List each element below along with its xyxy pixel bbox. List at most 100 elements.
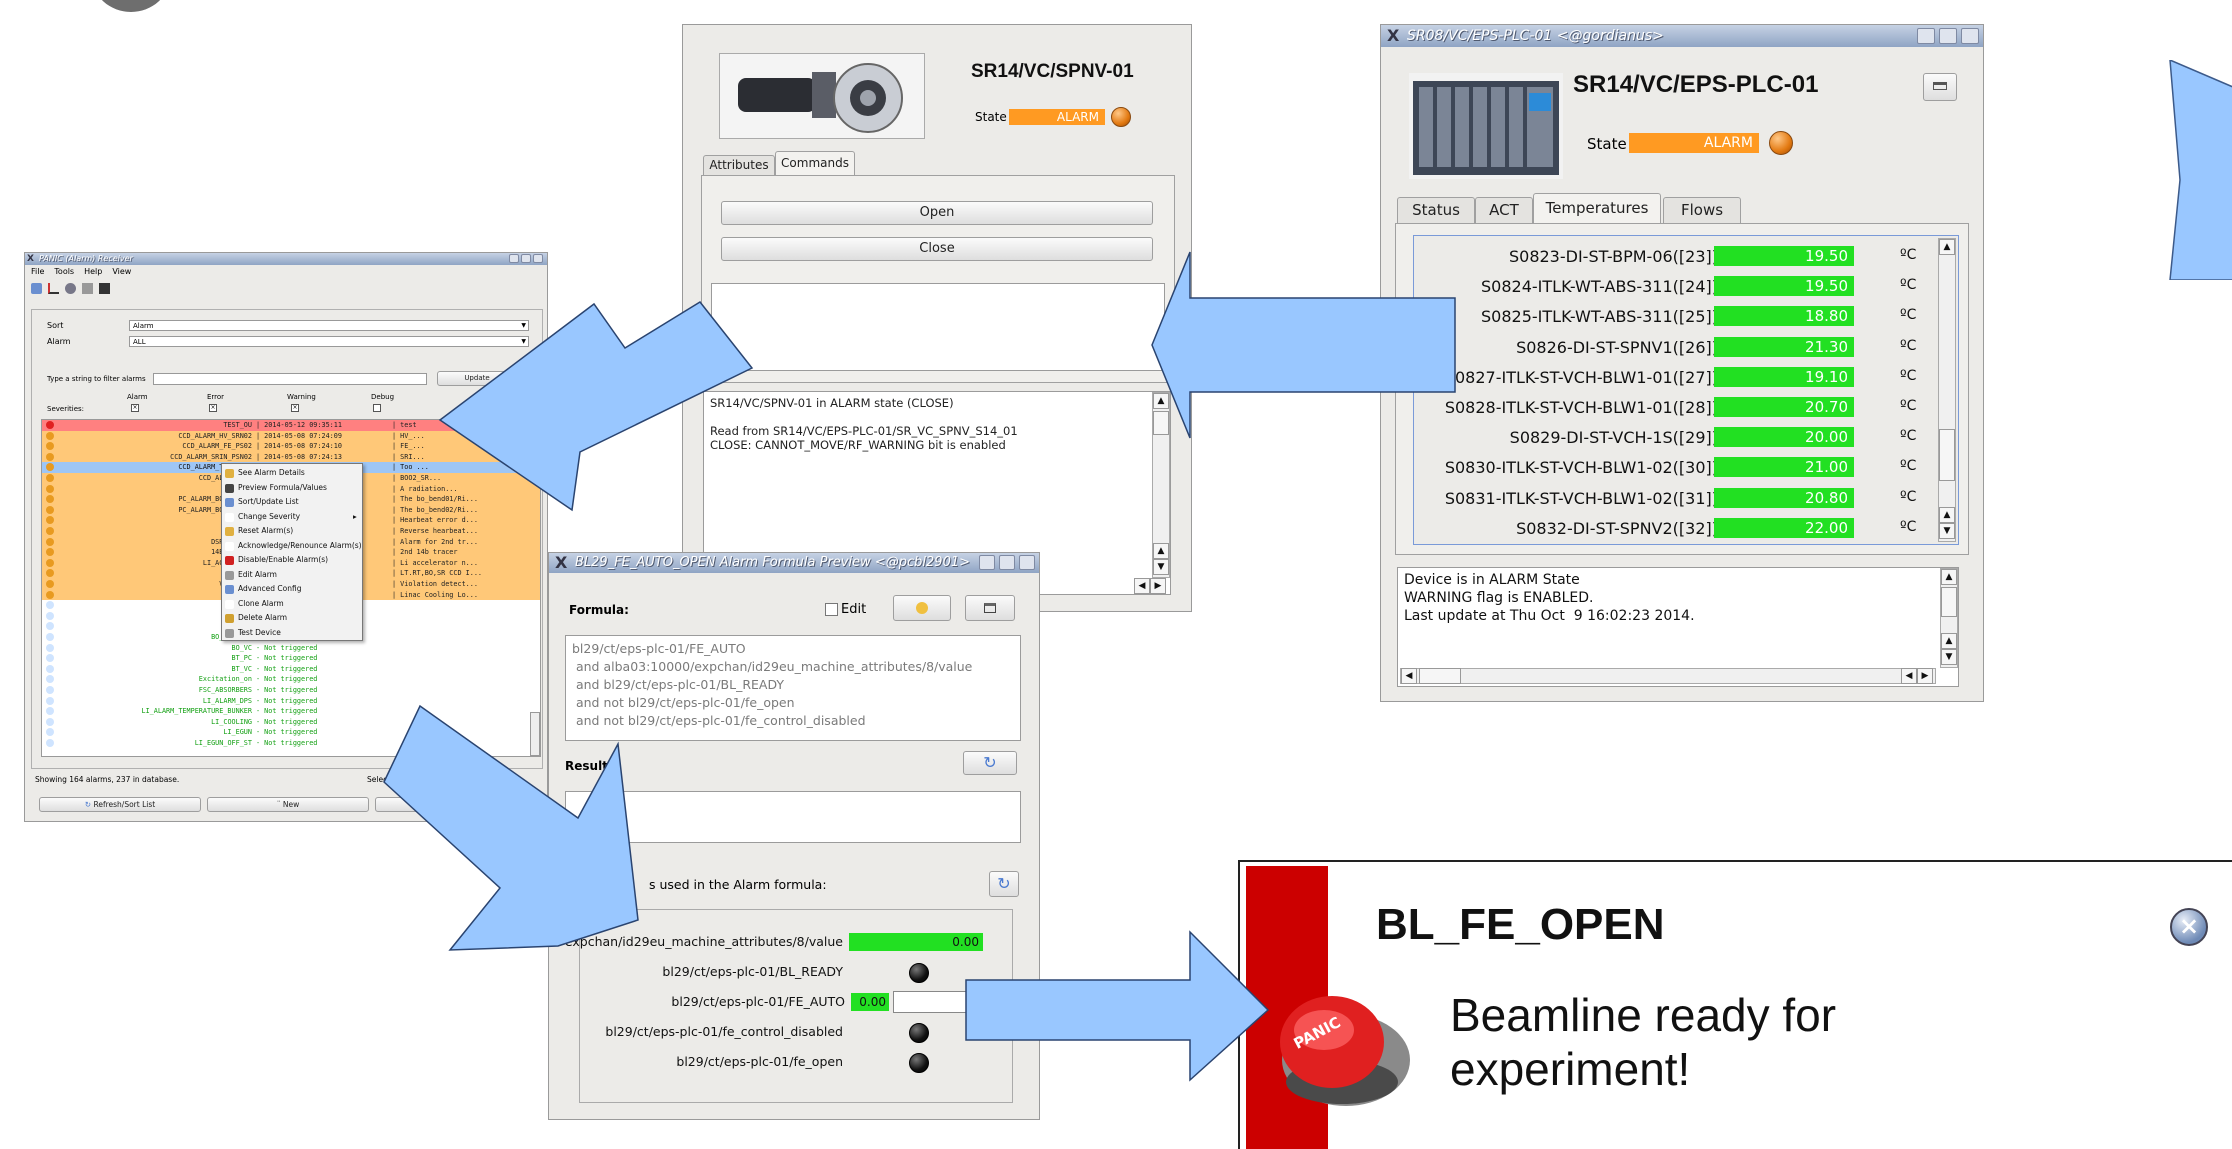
- plc-options-button[interactable]: [1923, 73, 1957, 101]
- scroll-down-icon[interactable]: ▼: [1939, 523, 1955, 539]
- context-menu-item[interactable]: Advanced Config: [225, 582, 302, 597]
- minimize-button[interactable]: [1917, 28, 1935, 44]
- plc-titlebar[interactable]: X SR08/VC/EPS-PLC-01 <@gordianus>: [1381, 25, 1983, 47]
- alarm-row[interactable]: BT_VC- Not triggered: [42, 663, 540, 675]
- menu-file[interactable]: File: [31, 267, 45, 276]
- alarm-row[interactable]: FSC_ABSORBERS- Not triggered: [42, 685, 540, 696]
- alarm-row[interactable]: CCD_ALARM_HV_SRN02| 2014-05-08 07:24:09|…: [42, 430, 540, 442]
- scroll-up-icon[interactable]: ▲: [1941, 633, 1957, 649]
- popup-close-icon[interactable]: ×: [2170, 908, 2208, 946]
- scroll-right-icon[interactable]: ▶: [1150, 578, 1166, 594]
- context-menu-item[interactable]: Clone Alarm: [225, 597, 284, 612]
- tab-act[interactable]: ACT: [1475, 197, 1533, 223]
- alarm-row[interactable]: LI_ALARM_DPS- Not triggered: [42, 695, 540, 707]
- close-button[interactable]: [533, 254, 543, 263]
- variables-refresh-button[interactable]: ↻: [989, 871, 1019, 897]
- scroll-up-icon[interactable]: ▲: [1939, 239, 1955, 255]
- scroll-handle[interactable]: [1939, 429, 1955, 481]
- plc-log-scrollbar[interactable]: ▲ ▲ ▼: [1940, 568, 1958, 668]
- maximize-button[interactable]: [521, 254, 531, 263]
- alarm-row[interactable]: CCD_ALARM_FE_PS02| 2014-05-08 07:24:10| …: [42, 441, 540, 452]
- new-alarm-button[interactable]: ¨ New: [207, 797, 369, 812]
- spnv-state-value: ALARM: [1009, 109, 1105, 125]
- alarm-row[interactable]: Excitation_on- Not triggered: [42, 674, 540, 685]
- scroll-up-icon[interactable]: ▲: [1153, 393, 1169, 409]
- edit-checkbox[interactable]: [825, 603, 838, 616]
- plc-log-hscrollbar[interactable]: ◀ ◀ ▶: [1400, 668, 1936, 684]
- sort-select[interactable]: Alarm ▼: [129, 320, 529, 331]
- context-menu-item[interactable]: Sort/Update List: [225, 495, 299, 510]
- close-command-button[interactable]: Close: [721, 237, 1153, 261]
- severity-error-checkbox[interactable]: ×: [209, 404, 217, 412]
- filter-input[interactable]: [153, 373, 427, 385]
- menu-view[interactable]: View: [112, 267, 132, 276]
- alarm-select[interactable]: ALL ▼: [129, 336, 529, 347]
- context-menu-label: Test Device: [238, 627, 281, 637]
- alarm-row[interactable]: LI_COOLING- Not triggered: [42, 716, 540, 728]
- scroll-down-icon[interactable]: ▼: [1153, 559, 1169, 575]
- alarm-row[interactable]: LI_ALARM_TEMPERATURE_BUNKER- Not trigger…: [42, 706, 540, 717]
- alarm-row[interactable]: LI_EGUN- Not triggered: [42, 727, 540, 738]
- window-icon: [1933, 82, 1947, 90]
- result-refresh-button[interactable]: ↻: [963, 751, 1017, 775]
- context-menu-item[interactable]: Test Device: [225, 626, 281, 641]
- context-menu-item[interactable]: Reset Alarm(s): [225, 524, 293, 539]
- maximize-button[interactable]: [999, 555, 1015, 570]
- temperatures-scrollbar[interactable]: ▲ ▲ ▼: [1938, 238, 1956, 542]
- scroll-right-icon[interactable]: ▶: [1917, 668, 1933, 684]
- alarm-row[interactable]: BO_VC- Not triggered: [42, 642, 540, 654]
- menu-tools[interactable]: Tools: [54, 267, 75, 276]
- toolbar-trend-icon[interactable]: [48, 283, 59, 294]
- formula-action-button[interactable]: [893, 595, 951, 621]
- tab-commands[interactable]: Commands: [775, 151, 855, 175]
- scroll-handle[interactable]: [1941, 587, 1957, 617]
- open-command-button[interactable]: Open: [721, 201, 1153, 225]
- formula-text-area[interactable]: bl29/ct/eps-plc-01/FE_AUTO and alba03:10…: [565, 635, 1021, 741]
- scroll-left-icon[interactable]: ◀: [1401, 668, 1417, 684]
- scroll-down-icon[interactable]: ▼: [1941, 649, 1957, 665]
- severity-alarm-checkbox[interactable]: ×: [131, 404, 139, 412]
- refresh-sort-button[interactable]: ↻ Refresh/Sort List: [39, 797, 201, 812]
- scroll-up-icon[interactable]: ▲: [1941, 569, 1957, 585]
- formula-titlebar[interactable]: X BL29_FE_AUTO_OPEN Alarm Formula Previe…: [549, 553, 1039, 573]
- tab-flows[interactable]: Flows: [1663, 197, 1741, 223]
- scroll-left-icon[interactable]: ◀: [1901, 668, 1917, 684]
- tab-attributes[interactable]: Attributes: [703, 155, 775, 175]
- tab-temperatures[interactable]: Temperatures: [1533, 193, 1661, 223]
- alarm-row[interactable]: LI_EGUN_OFF_ST- Not triggered: [42, 738, 540, 749]
- maximize-button[interactable]: [1939, 28, 1957, 44]
- scroll-up-icon[interactable]: ▲: [1939, 507, 1955, 523]
- scroll-handle[interactable]: [1419, 668, 1461, 684]
- panic-main-titlebar[interactable]: X PANIC (Alarm) Receiver: [25, 253, 547, 265]
- toolbar-config-icon[interactable]: [82, 283, 93, 294]
- alarm-list-scrollbar[interactable]: [530, 712, 540, 756]
- toolbar-grid-icon[interactable]: [99, 283, 110, 294]
- alarm-row-date: | 2014-05-12 09:35:11: [256, 421, 342, 429]
- alarm-row[interactable]: CCD_ALARM_SRIN_PSN02| 2014-05-08 07:24:1…: [42, 451, 540, 463]
- context-menu-item[interactable]: Edit Alarm: [225, 568, 277, 583]
- minimize-button[interactable]: [509, 254, 519, 263]
- scroll-handle[interactable]: [1153, 411, 1169, 435]
- toolbar-gear-icon[interactable]: [65, 283, 76, 294]
- context-menu-item[interactable]: Acknowledge/Renounce Alarm(s): [225, 539, 362, 554]
- menu-help[interactable]: Help: [84, 267, 103, 276]
- context-menu-item[interactable]: Delete Alarm: [225, 611, 287, 626]
- toolbar-receiver-icon[interactable]: [31, 283, 42, 294]
- severity-warning-checkbox[interactable]: ×: [291, 404, 299, 412]
- temperature-unit: ºC: [1900, 247, 1917, 263]
- context-menu-item[interactable]: Disable/Enable Alarm(s): [225, 553, 328, 568]
- context-menu-item[interactable]: See Alarm Details: [225, 466, 305, 481]
- severity-debug-checkbox[interactable]: [373, 404, 381, 412]
- spnv-log-scrollbar[interactable]: ▲ ▲ ▼: [1152, 392, 1170, 578]
- alarm-row[interactable]: BT_PC- Not triggered: [42, 653, 540, 664]
- close-button[interactable]: [1961, 28, 1979, 44]
- alarm-row[interactable]: TEST_OU| 2014-05-12 09:35:11| test: [42, 420, 540, 431]
- minimize-button[interactable]: [979, 555, 995, 570]
- tab-status[interactable]: Status: [1397, 197, 1475, 223]
- scroll-left-icon[interactable]: ◀: [1134, 578, 1150, 594]
- formula-save-button[interactable]: [965, 595, 1015, 621]
- scroll-up-icon[interactable]: ▲: [1153, 543, 1169, 559]
- context-menu-item[interactable]: Preview Formula/Values: [225, 481, 327, 496]
- context-menu-item[interactable]: Change Severity▸: [225, 510, 357, 525]
- close-button[interactable]: [1019, 555, 1035, 570]
